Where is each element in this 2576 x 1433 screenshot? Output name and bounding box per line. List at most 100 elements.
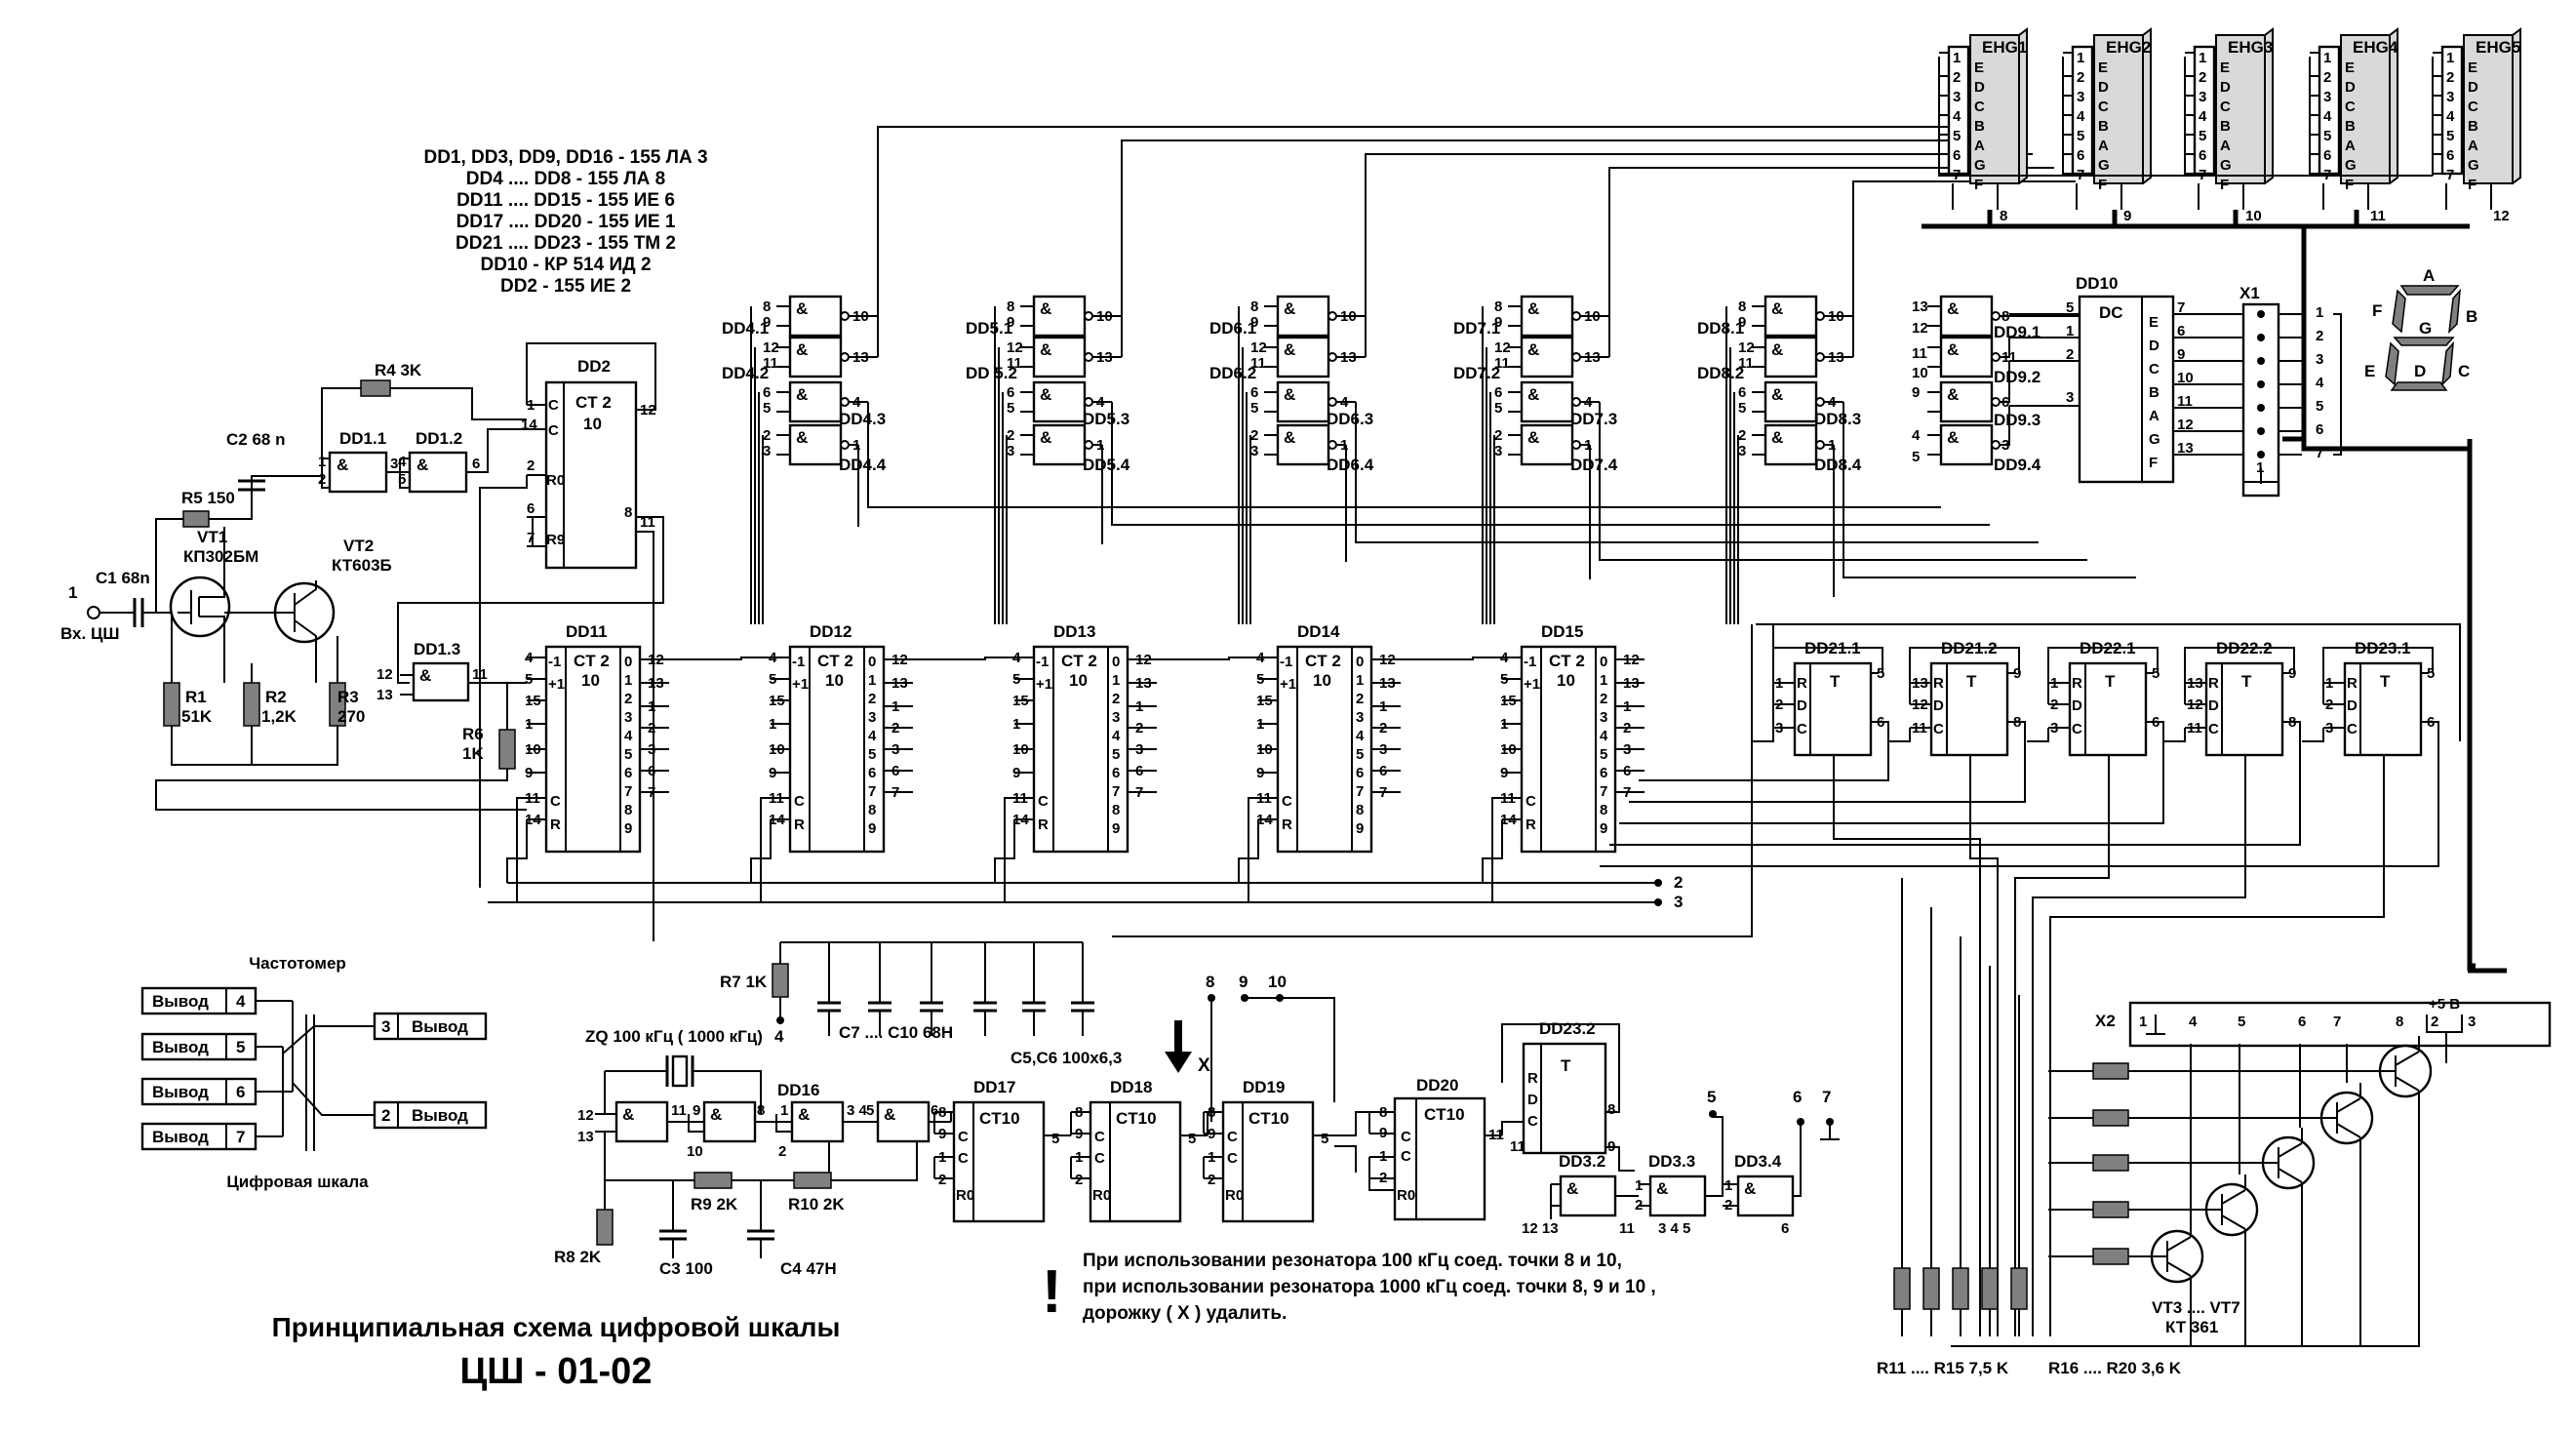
dd11-qpin-8: 8 <box>624 802 632 818</box>
title-line-2: ЦШ - 01-02 <box>460 1351 653 1392</box>
display-4-common-pin: 11 <box>2370 208 2386 224</box>
dd23_1-rp-p5: 5 <box>2427 665 2435 682</box>
dd14-minus1: -1 <box>1280 654 1292 670</box>
dd10-seg-e: E <box>2149 314 2159 331</box>
dd4-1-label: DD4.1 <box>722 319 769 338</box>
display-4-pin-5: 6 <box>2323 147 2331 164</box>
point-5: 5 <box>1707 1088 1716 1106</box>
legend-a: A <box>2423 266 2435 285</box>
x2-pin-3: 3 <box>2468 1014 2476 1030</box>
display-4-seg-6: F <box>2345 177 2354 193</box>
dd4-3-label: DD4.3 <box>839 410 886 428</box>
dd17-c2: C <box>958 1150 969 1167</box>
dd5-lp-p8: 8 <box>1007 299 1014 315</box>
dd10-pin-9: 9 <box>2177 346 2185 363</box>
dd8-amp-3: & <box>1771 428 1783 447</box>
point-9: 9 <box>1239 973 1248 991</box>
r7-pin-4: 4 <box>774 1027 784 1046</box>
dd3-3-pin-1: 1 <box>1635 1177 1643 1194</box>
dd9-lp-p12: 12 <box>1912 320 1928 337</box>
dd6-3-label: DD6.3 <box>1327 410 1373 428</box>
dd15-qpin-0: 0 <box>1600 654 1607 670</box>
dd10-pin-13: 13 <box>2177 440 2194 457</box>
dd14-ct2: CT 2 <box>1305 652 1341 670</box>
dd11-qpin-2: 2 <box>624 691 632 707</box>
dd9-lp-p13: 13 <box>1912 299 1928 315</box>
display-2-seg-5: G <box>2098 157 2110 174</box>
x2-pin-8: 8 <box>2396 1014 2403 1030</box>
dd15-qpin-1: 1 <box>1600 672 1607 689</box>
dd11-r: R <box>550 816 561 833</box>
display-3-seg-6: F <box>2220 177 2229 193</box>
dd10-seg-c: C <box>2149 361 2160 378</box>
display-1-seg-6: F <box>1974 177 1983 193</box>
vt1-value: КП302БМ <box>183 547 258 566</box>
dd6-4-label: DD6.4 <box>1327 456 1374 474</box>
dd3-2-pin-12-13: 12 13 <box>1522 1220 1559 1237</box>
dd6-amp-2: & <box>1284 385 1295 404</box>
vt3-vt7-label: VT3 .... VT7 <box>2152 1298 2240 1317</box>
display-5-seg-3: B <box>2468 118 2478 135</box>
c7-c10-label: C7 .... C10 68H <box>839 1023 953 1042</box>
dd15-ct2: CT 2 <box>1549 652 1585 670</box>
dd6-lp-p11: 11 <box>1250 355 1266 372</box>
dd21_1-t: T <box>1830 672 1841 691</box>
dd10-label: DD10 <box>2076 274 2118 293</box>
r3-label: R3 <box>337 688 359 706</box>
dd2-c2: C <box>548 422 559 439</box>
dd15-qpin-6: 6 <box>1600 765 1607 781</box>
dd1-2-pin-6: 6 <box>472 456 480 472</box>
r1-label: R1 <box>185 688 207 706</box>
dd15-qpin-3: 3 <box>1600 709 1607 726</box>
dd19-label: DD19 <box>1243 1078 1285 1096</box>
display-3-seg-5: G <box>2220 157 2232 174</box>
display-5-pin-3: 4 <box>2446 108 2455 125</box>
dd7-4-label: DD7.4 <box>1570 456 1618 474</box>
dd10-pin-7: 7 <box>2177 299 2185 316</box>
dd5-4-label: DD5.4 <box>1083 456 1130 474</box>
dd16-pin-12: 12 <box>577 1107 594 1124</box>
dd6-2-label: DD6.2 <box>1209 364 1256 382</box>
dd14-qpin-8: 8 <box>1356 802 1364 818</box>
connector-left-label-4: Вывод <box>152 1128 209 1146</box>
display-1-pin-5: 6 <box>1953 147 1961 164</box>
dd8-2-label: DD8.2 <box>1697 364 1744 382</box>
dd17-rp-5: 5 <box>1051 1131 1059 1147</box>
dd3-3-pin-3-4-5: 3 4 5 <box>1658 1220 1690 1237</box>
dd16-2-amp: & <box>710 1105 722 1124</box>
dd10-pin-12: 12 <box>2177 417 2194 433</box>
dd17-label: DD17 <box>973 1078 1015 1096</box>
dd10-pin-5: 5 <box>2066 299 2074 316</box>
dd9-lp-p11: 11 <box>1912 345 1927 362</box>
dd7-2-label: DD7.2 <box>1453 364 1500 382</box>
dd13-qpin-3: 3 <box>1112 709 1120 726</box>
display-4-pin-2: 3 <box>2323 89 2331 105</box>
x1-out-6: 6 <box>2316 421 2323 438</box>
display-4-seg-2: C <box>2345 99 2356 115</box>
display-3-pin-4: 5 <box>2199 128 2206 144</box>
r3-value: 270 <box>337 707 365 726</box>
dd11-qpin-0: 0 <box>624 654 632 670</box>
display-1-name: EHG1 <box>1982 38 2027 57</box>
dd3-2-pin-11: 11 <box>1619 1220 1635 1237</box>
display-5-seg-2: C <box>2468 99 2478 115</box>
dd9-1-label: DD9.1 <box>1994 323 2041 341</box>
dd13-qpin-9: 9 <box>1112 820 1120 837</box>
display-3-name: EHG3 <box>2228 38 2273 57</box>
dd16-pin-10: 10 <box>687 1143 703 1160</box>
display-5-seg-5: G <box>2468 157 2479 174</box>
dd9-amp-2: & <box>1947 385 1959 404</box>
dd12-label: DD12 <box>810 622 852 641</box>
dd13-qpin-5: 5 <box>1112 746 1120 763</box>
display-2-seg-6: F <box>2098 177 2107 193</box>
display-5-pin-1: 2 <box>2446 69 2454 86</box>
connector-left-pin-4: 7 <box>236 1128 245 1146</box>
diagram-title: Принципиальная схема цифровой шкалы ЦШ -… <box>272 1312 841 1392</box>
dd14-qpin-5: 5 <box>1356 746 1364 763</box>
display-3-seg-1: D <box>2220 79 2231 96</box>
dd15-r: R <box>1526 816 1536 833</box>
parts-line-6: DD10 - КР 514 ИД 2 <box>480 255 651 275</box>
